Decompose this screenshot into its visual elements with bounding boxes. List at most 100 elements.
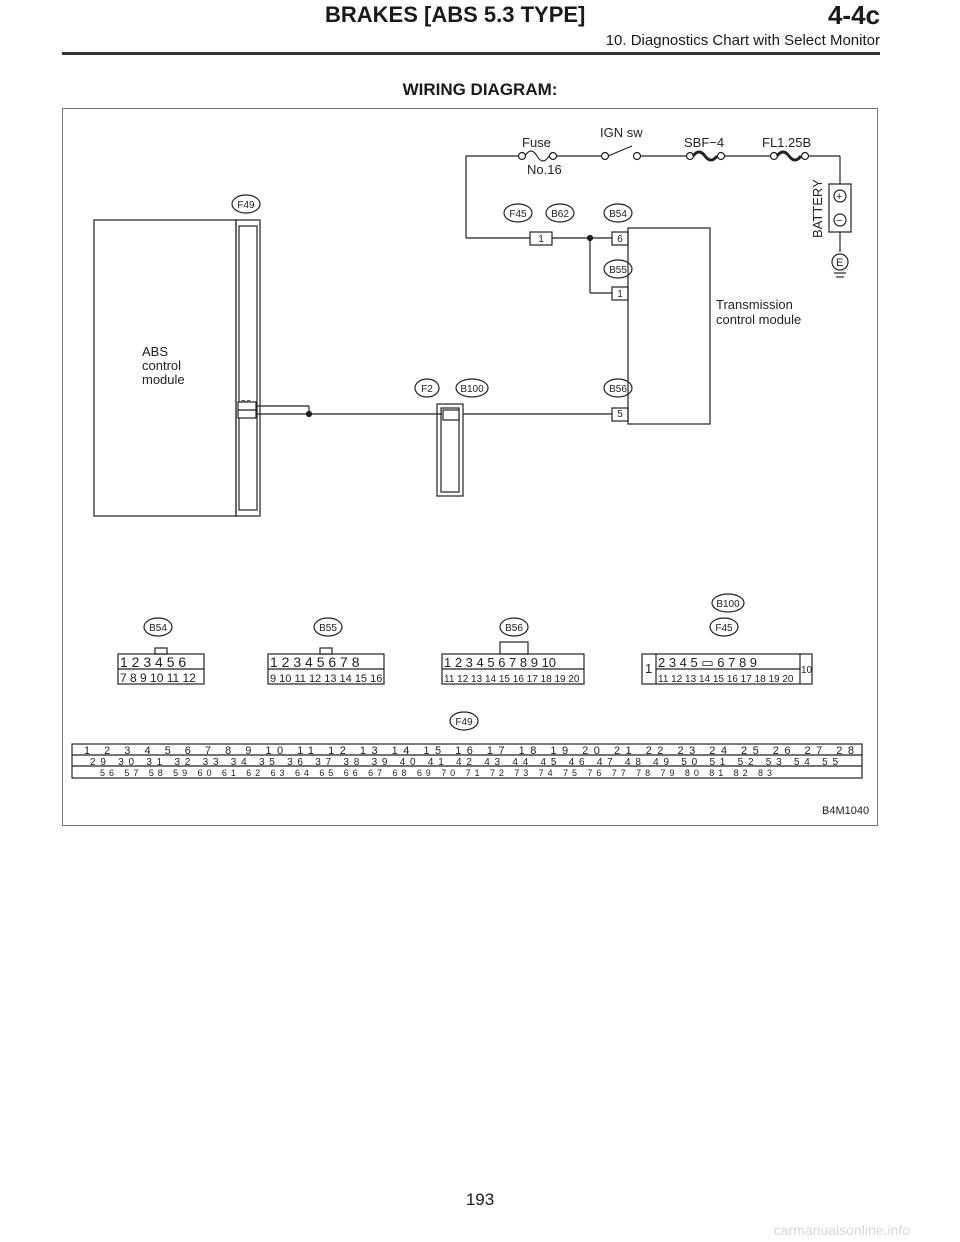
section-code: 4-4c [827, 0, 880, 30]
tag-b62 [545, 203, 575, 223]
face-tag-f45 [709, 617, 739, 637]
face-f45-label: F45 [715, 623, 733, 634]
face-b100-label: B100 [716, 599, 740, 610]
face-tag-f49 [449, 711, 479, 731]
abs-module-labels: ABS control module [142, 344, 185, 387]
tcm-power-connectors [529, 231, 629, 301]
face-pin-row: 1 2 3 4 5 6 7 8 9 10 [444, 655, 556, 670]
terminal [800, 151, 810, 161]
battery-plus-sign: + [836, 191, 842, 203]
tcm-label-line2: control module [716, 312, 801, 327]
watermark: carmanualsonline.info [773, 1222, 910, 1238]
face-pin-row: 1 2 3 4 5 6 7 8 9 10 11 12 13 14 15 16 1… [84, 745, 854, 757]
f45-pin-label: 1 [538, 234, 544, 245]
face-b54 [117, 647, 205, 685]
tag-b100 [455, 378, 489, 398]
battery-minus-terminal [833, 213, 847, 227]
diagram-frame [62, 108, 878, 826]
face-pin-row: 11 12 13 14 15 16 17 18 19 20 [444, 674, 580, 685]
tcm-labels: Transmission control module [716, 297, 801, 327]
sbf-label: SBF−4 [684, 135, 724, 150]
b55-pin-label: 1 [617, 289, 623, 300]
face-tag-b56 [499, 617, 529, 637]
abs-control-module [93, 219, 261, 517]
power-circuit [465, 145, 852, 278]
face-pin-row: 2 3 4 5 ▭ 6 7 8 9 [658, 655, 757, 670]
face-b56-key [499, 641, 529, 655]
face-f49 [71, 743, 863, 779]
tag-f2 [414, 378, 440, 398]
tag-f49 [231, 194, 261, 214]
tag-f45-label: F45 [509, 209, 527, 220]
b100-connector-inner [440, 407, 460, 493]
face-view-tags [143, 593, 745, 731]
face-b56-label: B56 [505, 623, 523, 634]
f49-connector-body [235, 219, 261, 517]
face-pin-row: 7 8 9 10 11 12 [120, 671, 196, 685]
face-f49-body [71, 743, 863, 779]
b100-pin-box [442, 409, 460, 421]
connector-tags [231, 194, 633, 398]
face-pin-row: 1 2 3 4 5 6 [120, 654, 186, 670]
face-tag-b100 [711, 593, 745, 613]
face-pin-end: 10 [801, 665, 813, 676]
tag-b55-label: B55 [609, 265, 627, 276]
abs-signal-wires [256, 403, 629, 497]
face-b54-key [154, 647, 168, 655]
fuse-symbol [524, 150, 550, 162]
section-subtitle: 10. Diagnostics Chart with Select Monito… [605, 32, 880, 49]
abs-label-line3: module [142, 372, 185, 387]
diagram-title: WIRING DIAGRAM: [402, 80, 558, 99]
tag-f45 [503, 203, 533, 223]
terminal [600, 151, 610, 161]
splice-point [305, 410, 313, 418]
tag-b55 [603, 259, 633, 279]
fusible-link-symbol [775, 150, 803, 162]
tag-b54 [603, 203, 633, 223]
face-b55-key [319, 647, 333, 655]
terminal [769, 151, 779, 161]
face-b100-pins: 1 2 3 4 5 ▭ 6 7 8 9 11 12 13 14 15 16 17… [645, 655, 813, 685]
face-f49-pins: 1 2 3 4 5 6 7 8 9 10 11 12 13 14 15 16 1… [84, 745, 854, 778]
ignition-switch-symbol [607, 145, 633, 157]
fuse-number-label: No.16 [527, 162, 562, 177]
connector-tag-labels: F49 F45 B62 B54 B55 F2 B100 B56 [237, 200, 627, 395]
tag-b56 [603, 378, 633, 398]
figure-id: B4M1040 [822, 805, 869, 817]
battery-label: BATTERY [810, 179, 825, 238]
b56-pin-label: 5 [617, 409, 623, 420]
battery-minus-sign: − [836, 215, 842, 227]
face-b55-pins: 1 2 3 4 5 6 7 8 9 10 11 12 13 14 15 16 [270, 654, 382, 685]
face-b55 [267, 647, 385, 685]
tcm-box [627, 227, 711, 425]
section-title: BRAKES [ABS 5.3 TYPE] [325, 2, 586, 27]
abs-label-line2: control [142, 358, 181, 373]
face-view-tag-labels: B54 B55 B56 B100 F45 F49 [149, 599, 740, 728]
terminal [548, 151, 558, 161]
terminal [632, 151, 642, 161]
face-b56-pins: 1 2 3 4 5 6 7 8 9 10 11 12 13 14 15 16 1… [444, 655, 580, 685]
figure-id-group: B4M1040 [822, 805, 869, 817]
terminal [716, 151, 726, 161]
battery-plus-terminal [833, 189, 847, 203]
face-tag-b55 [313, 617, 343, 637]
tag-b100-label: B100 [460, 384, 484, 395]
b100-connector-body [436, 403, 464, 497]
fuse-label: Fuse [522, 135, 551, 150]
face-b100-body [641, 653, 813, 685]
face-f49-label: F49 [455, 717, 473, 728]
fusible-link-symbol [691, 150, 719, 162]
terminal [517, 151, 527, 161]
fusible-link-label: FL1.25B [762, 135, 811, 150]
tag-b54-label: B54 [609, 209, 627, 220]
abs-label-line1: ABS [142, 344, 168, 359]
b54-pin-label: 6 [617, 234, 623, 245]
transmission-control-module [627, 227, 711, 425]
face-pin-row: 56 57 58 59 60 61 62 63 64 65 66 67 68 6… [100, 768, 772, 778]
face-pin-row: 9 10 11 12 13 14 15 16 [270, 673, 382, 685]
f49-connector-inner [238, 225, 258, 511]
ground-label: E [836, 257, 843, 269]
header-rule [62, 52, 880, 55]
power-labels: Fuse No.16 IGN sw SBF−4 FL1.25B BATTERY … [522, 125, 843, 269]
